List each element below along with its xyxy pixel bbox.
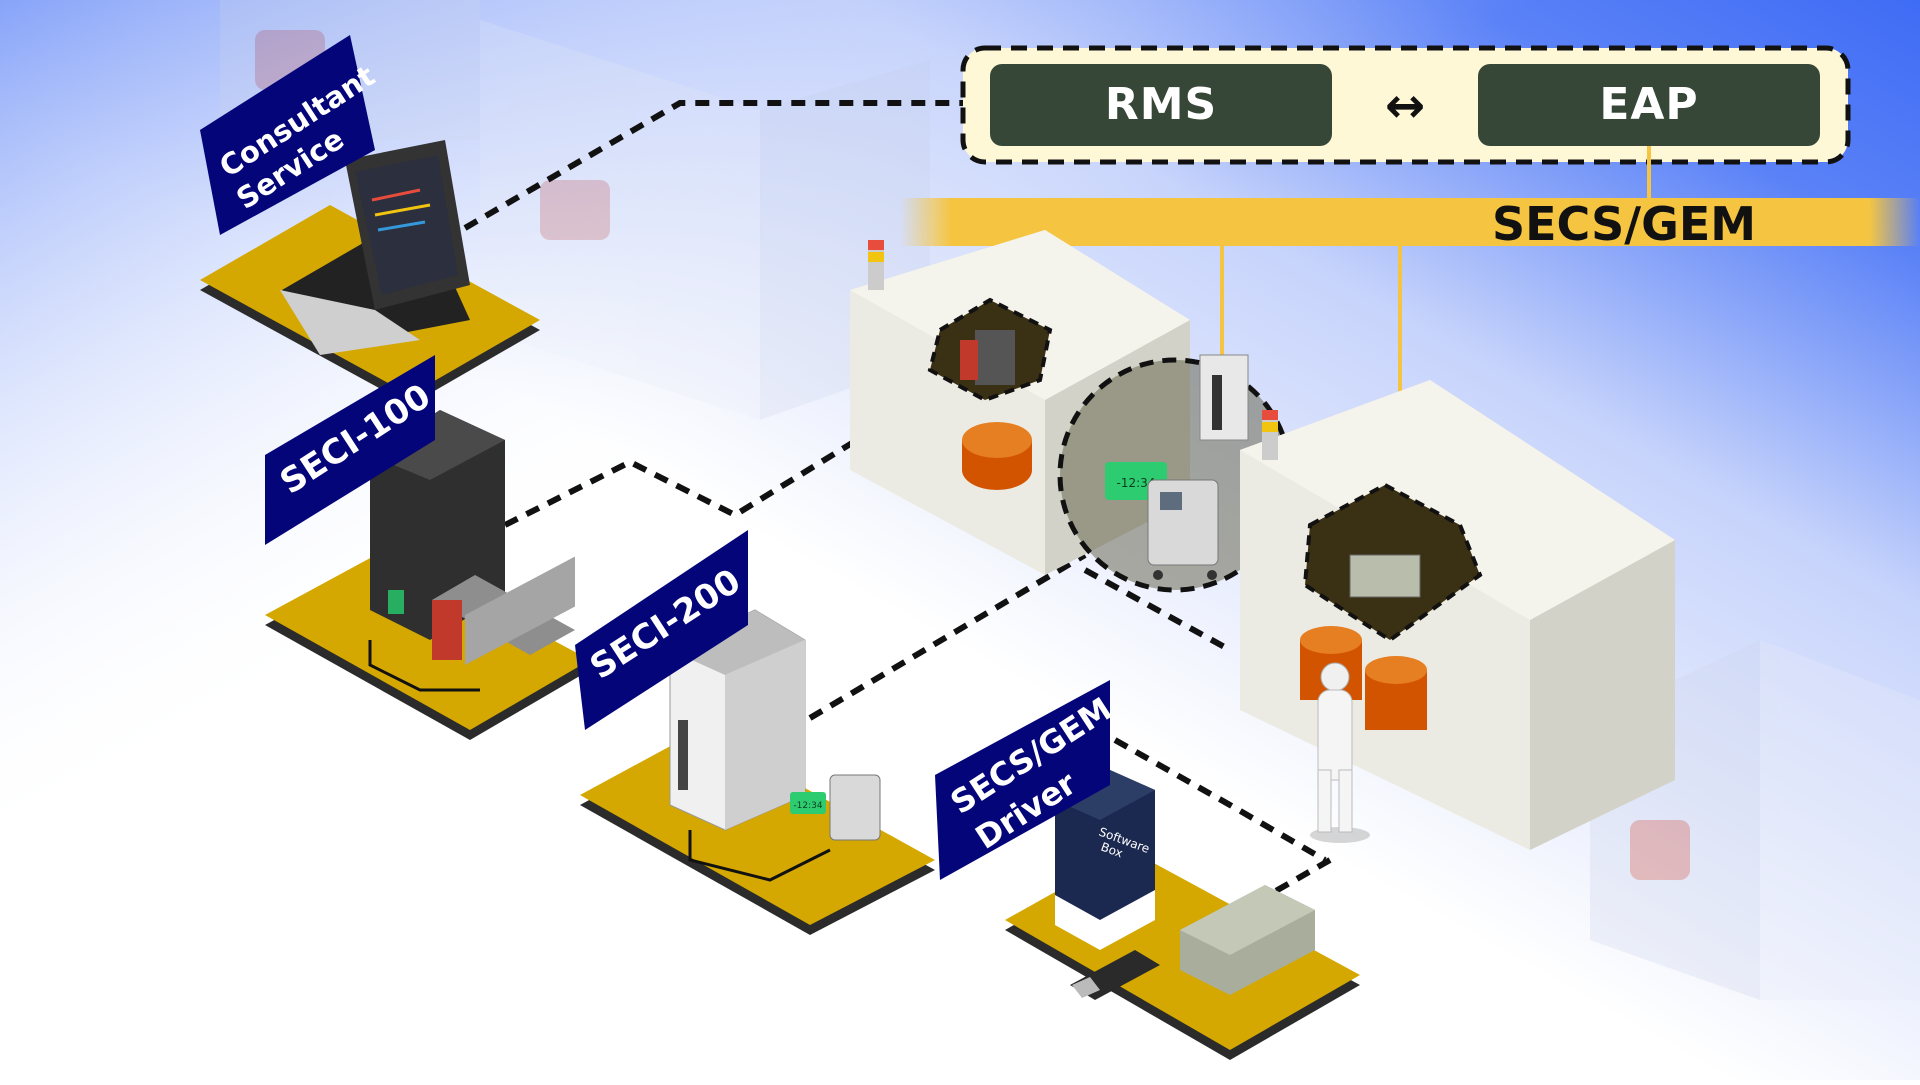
eap-label: EAP	[1599, 79, 1698, 130]
secs-gem-bus: SECS/GEM	[900, 146, 1920, 560]
rms-box	[990, 64, 1332, 146]
bidirectional-arrow-icon: ↔	[1385, 78, 1425, 134]
small-meter-device	[790, 792, 826, 814]
secs-gem-bus-label: SECS/GEM	[1492, 197, 1756, 251]
secs-gem-driver-tag	[935, 680, 1110, 880]
small-meter-display: -12:34	[793, 801, 822, 811]
rms-label: RMS	[1105, 79, 1217, 130]
rms-eap-panel: RMS ↔ EAP	[960, 45, 1851, 165]
operator-figure	[1310, 662, 1370, 843]
seci-200-tag	[575, 530, 748, 730]
platform-seci-200: -12:34 SECI-200	[575, 530, 935, 935]
software-box-icon	[1055, 770, 1155, 935]
seci-100-tag	[265, 355, 435, 545]
connection-lines	[463, 100, 1332, 943]
eap-box	[1478, 64, 1820, 146]
platform-secs-gem-driver: Software Box SECS/GEM Driver	[935, 680, 1360, 1060]
meter-display: -12:34	[1117, 476, 1156, 490]
consultant-service-tag	[200, 35, 375, 235]
